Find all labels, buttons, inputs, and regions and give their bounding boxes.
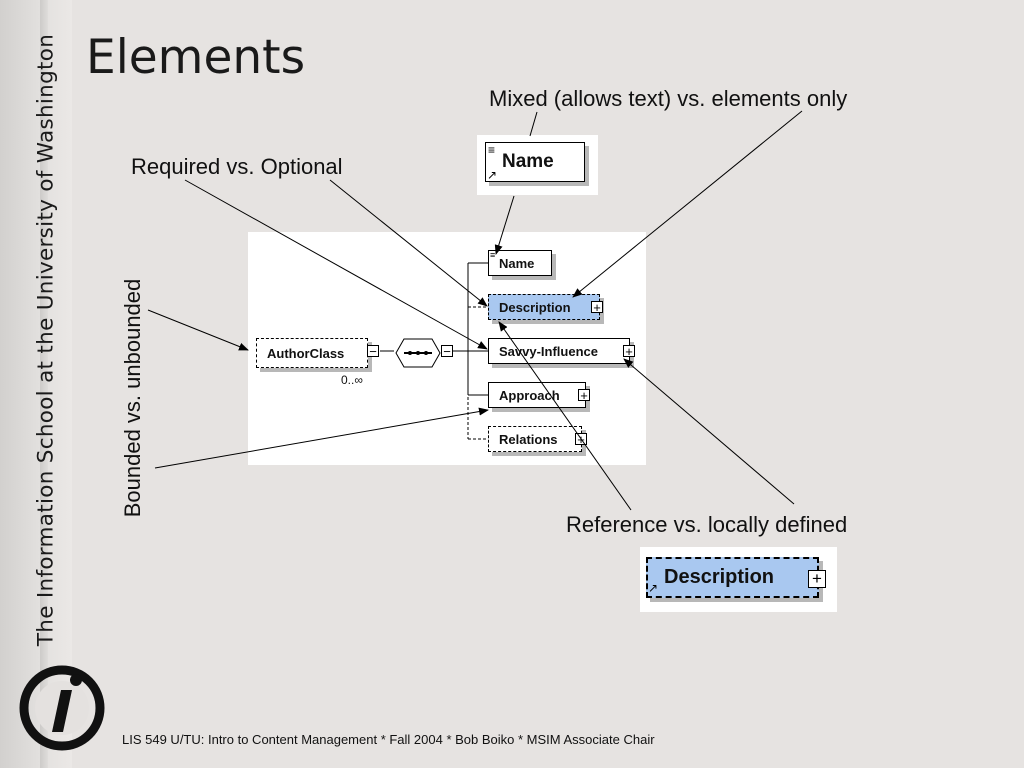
required-label: Required vs. Optional (131, 154, 343, 179)
relations-label: Relations (499, 431, 558, 447)
description-element-label: Description (499, 299, 571, 315)
savvy-influence-label: Savvy-Influence (499, 343, 598, 359)
expand-icon[interactable]: + (808, 570, 826, 588)
sidebar-stripe (40, 0, 48, 768)
description-example-box: Description (646, 557, 819, 598)
name-example-box: Name (485, 142, 585, 182)
footer-text: LIS 549 U/TU: Intro to Content Managemen… (122, 732, 655, 747)
mixed-content-icon: ≡ (490, 250, 496, 260)
ischool-logo (19, 665, 105, 751)
approach-label: Approach (499, 387, 560, 403)
description-example-panel: Description + ↗ (640, 547, 837, 612)
description-element-box: Description (488, 294, 600, 320)
expand-icon[interactable]: + (623, 345, 635, 358)
relations-box: Relations (488, 426, 582, 452)
name-element-label: Name (499, 255, 535, 271)
name-element-box: Name (488, 250, 552, 276)
schema-diagram-panel: AuthorClass − 0..∞ − Name ≡ Description … (248, 232, 646, 465)
expand-icon[interactable]: + (591, 301, 603, 314)
sidebar (0, 0, 72, 768)
name-example-panel: Name ≡ ↗ (477, 135, 598, 195)
mixed-content-icon: ≡ (488, 143, 496, 157)
sidebar-vertical-text: The Information School at the University… (33, 33, 59, 647)
mixed-label: Mixed (allows text) vs. elements only (489, 86, 848, 111)
expand-icon[interactable]: + (575, 433, 587, 446)
approach-box: Approach (488, 382, 586, 408)
reference-arrow-icon: ↗ (648, 581, 659, 595)
reference-label: Reference vs. locally defined (566, 512, 848, 537)
reference-arrow-icon: ↗ (487, 168, 498, 182)
name-example-label: Name (502, 151, 554, 172)
savvy-influence-box: Savvy-Influence (488, 338, 630, 364)
slide-title: Elements (86, 30, 306, 85)
expand-icon[interactable]: + (578, 389, 590, 402)
bounded-label: Bounded vs. unbounded (120, 278, 145, 518)
cardinality-label: 0..∞ (341, 373, 363, 387)
description-example-label: Description (664, 566, 775, 588)
